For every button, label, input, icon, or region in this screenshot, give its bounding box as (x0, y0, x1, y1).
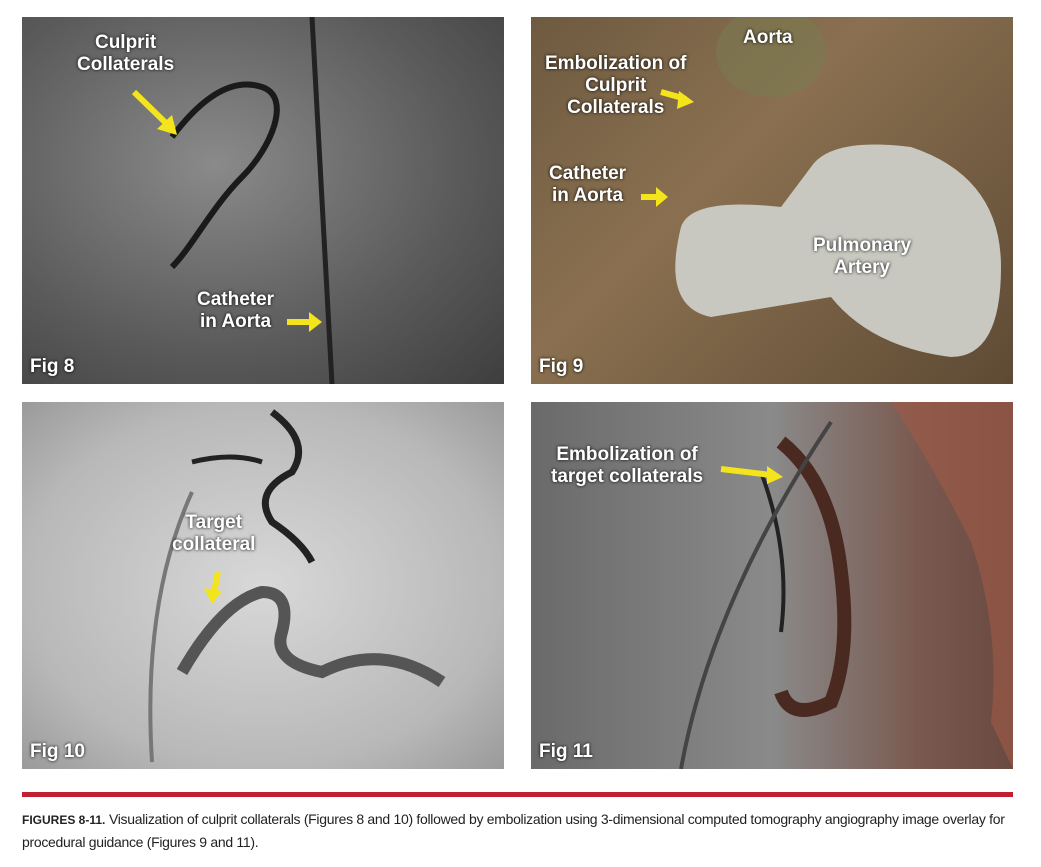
figure-8-angiogram: Culprit Collaterals Catheter in Aorta Fi… (22, 17, 504, 384)
figure-label: Fig 9 (539, 356, 584, 377)
figure-caption: FIGURES 8-11. Visualization of culprit c… (22, 808, 1017, 853)
figure-label: Fig 11 (539, 741, 593, 762)
figure-label: Fig 10 (30, 741, 85, 762)
arrow-icon (131, 89, 173, 130)
arrow-icon (309, 312, 322, 332)
figure-label: Fig 8 (30, 356, 75, 377)
arrow-icon (767, 466, 783, 484)
vessel-sketch (148, 409, 446, 763)
annotation-embolization: Embolization of Culprit Collaterals (545, 53, 687, 118)
annotation-aorta: Aorta (743, 27, 793, 48)
annotation-pulmonary-artery: Pulmonary Artery (813, 235, 912, 278)
annotation-target-collateral: Target collateral (172, 512, 256, 555)
vessel-sketch (679, 402, 1013, 769)
vessel-sketch (131, 17, 335, 384)
annotation-catheter: Catheter in Aorta (549, 163, 627, 206)
anatomy-sketch (641, 17, 1001, 357)
figure-10-angiogram: Target collateral Fig 10 (22, 402, 504, 769)
arrow-icon (656, 187, 668, 207)
caption-lead: FIGURES 8-11. (22, 813, 106, 827)
caption-divider (22, 792, 1013, 797)
figure-9-ct-overlay: Aorta Embolization of Culprit Collateral… (531, 17, 1013, 384)
figure-11-ct-overlay: Embolization of target collaterals Fig 1… (531, 402, 1013, 769)
annotation-catheter: Catheter in Aorta (197, 289, 275, 332)
arrow-icon (677, 91, 694, 109)
annotation-culprit-collaterals: Culprit Collaterals (77, 32, 175, 75)
caption-text: Visualization of culprit collaterals (Fi… (22, 811, 1005, 850)
annotation-embolization: Embolization of target collaterals (551, 444, 704, 487)
arrow-icon (204, 588, 222, 604)
